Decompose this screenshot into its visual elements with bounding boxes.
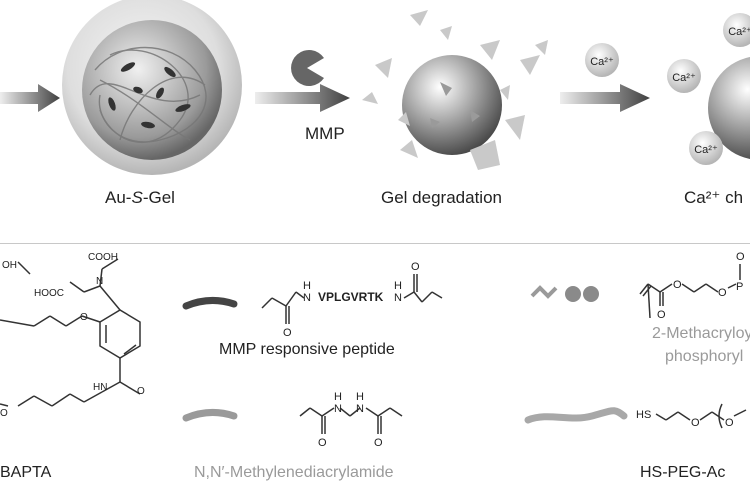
- svg-text:Ca²⁺: Ca²⁺: [590, 56, 614, 68]
- svg-text:O: O: [736, 251, 745, 263]
- svg-text:Ca²⁺: Ca²⁺: [728, 26, 750, 38]
- mpc-symbol: [530, 285, 599, 302]
- peg-atom-labels: HS O O: [636, 409, 734, 429]
- degraded-gel-particle: [362, 10, 548, 170]
- label-peg: HS-PEG-Ac: [640, 464, 726, 481]
- enzyme-label: MMP: [305, 124, 345, 143]
- svg-text:O: O: [673, 279, 682, 291]
- svg-text:Ca²⁺: Ca²⁺: [672, 72, 696, 84]
- label-mpc-line2: phosphoryl: [665, 348, 744, 365]
- caption-ca-chelation: Ca²⁺ ch: [684, 188, 744, 207]
- svg-text:O: O: [0, 408, 8, 419]
- calcium-ion: Ca²⁺: [689, 131, 723, 165]
- svg-text:HN: HN: [93, 382, 107, 393]
- crosslinker-symbol: [182, 409, 238, 422]
- svg-text:HS: HS: [636, 409, 651, 421]
- mpc-atom-labels: O O O P O: [657, 251, 745, 321]
- arrow-degradation: [255, 84, 350, 112]
- svg-text:OH: OH: [2, 260, 17, 271]
- section-divider: [0, 243, 750, 244]
- svg-text:O: O: [691, 417, 700, 429]
- peptide-structure: [261, 274, 443, 324]
- caption-gel-degradation: Gel degradation: [381, 188, 502, 207]
- svg-text:H: H: [394, 280, 402, 292]
- svg-text:O: O: [80, 312, 88, 323]
- svg-text:O: O: [137, 386, 145, 397]
- gel-fragments: [362, 10, 548, 170]
- label-mpc-line1: 2-Methacryloy: [652, 325, 750, 342]
- svg-text:O: O: [411, 261, 420, 273]
- calcium-ion: Ca²⁺: [723, 13, 750, 47]
- svg-text:O: O: [718, 287, 727, 299]
- label-bapta: BAPTA: [0, 464, 52, 481]
- reaction-scheme: Ca²⁺ Ca²⁺ Ca²⁺ Ca²⁺: [0, 0, 750, 175]
- calcium-ion: Ca²⁺: [585, 43, 619, 77]
- caption-au-s-gel: Au-S-Gel: [105, 188, 175, 207]
- svg-text:N: N: [303, 292, 311, 304]
- peptide-sequence: VPLGVRTK: [318, 290, 384, 304]
- bapta-labels: OH COOH HOOC N HN O O O: [0, 252, 145, 419]
- crosslinker-atom-labels: H N H N O O: [318, 391, 383, 449]
- svg-text:O: O: [374, 437, 383, 449]
- svg-text:Ca²⁺: Ca²⁺: [694, 144, 718, 156]
- mmp-enzyme-icon: [291, 50, 324, 87]
- svg-text:O: O: [725, 417, 734, 429]
- peg-structure: [655, 403, 747, 429]
- svg-text:N: N: [334, 403, 342, 415]
- peptide-symbol: [182, 297, 238, 310]
- bapta-structure: [0, 258, 141, 407]
- peg-symbol: [524, 407, 628, 424]
- mpc-structure: [639, 264, 741, 319]
- svg-text:HOOC: HOOC: [34, 288, 64, 299]
- crosslinker-structure: [299, 407, 403, 434]
- arrow-in: [0, 84, 60, 112]
- au-s-gel-particle: [62, 0, 242, 175]
- svg-text:N: N: [394, 292, 402, 304]
- svg-text:H: H: [334, 391, 342, 403]
- svg-text:N: N: [96, 276, 103, 287]
- arrow-chelation: [560, 84, 650, 112]
- peptide-atom-labels: H N O H N O: [283, 261, 420, 339]
- svg-text:O: O: [318, 437, 327, 449]
- svg-text:H: H: [356, 391, 364, 403]
- svg-text:O: O: [283, 327, 292, 339]
- label-crosslinker: N,N′-Methylenediacrylamide: [194, 464, 394, 481]
- label-mmp-peptide: MMP responsive peptide: [219, 341, 395, 358]
- calcium-ion: Ca²⁺: [667, 59, 701, 93]
- component-legend: OH COOH HOOC N HN O O O H N O H N O VPLG…: [0, 251, 747, 449]
- svg-text:H: H: [303, 280, 311, 292]
- svg-text:P: P: [736, 281, 743, 293]
- svg-text:COOH: COOH: [88, 252, 118, 263]
- chelated-particle: [708, 56, 750, 160]
- svg-text:O: O: [657, 309, 666, 321]
- svg-text:N: N: [356, 403, 364, 415]
